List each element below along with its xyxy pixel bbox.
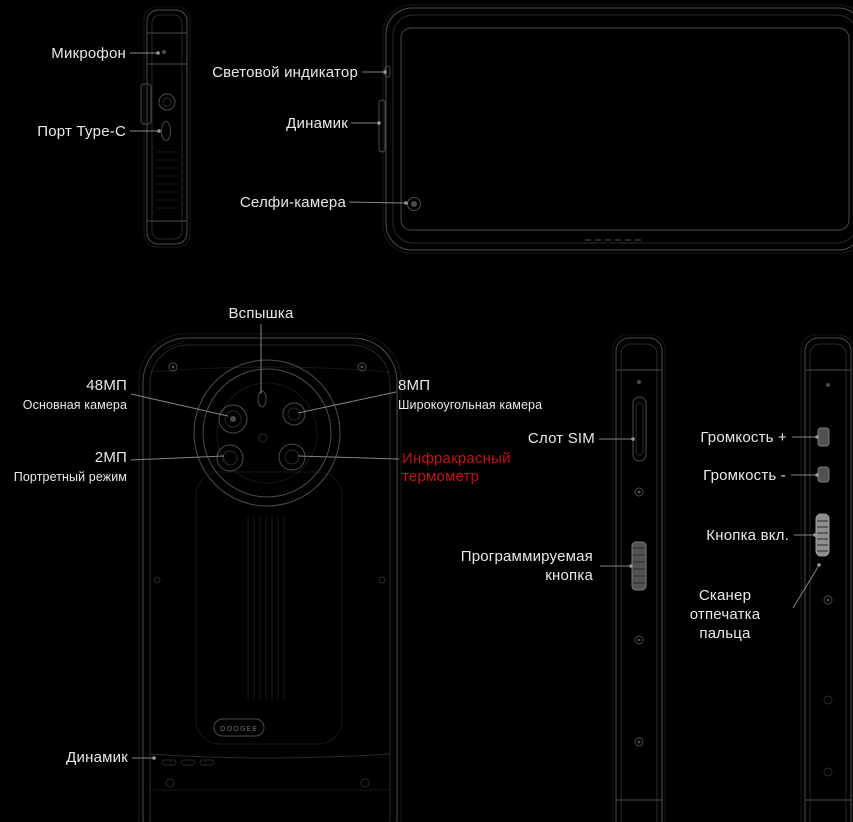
screen xyxy=(400,27,850,231)
leader-dot xyxy=(156,51,160,55)
leader-lines xyxy=(130,51,821,760)
label-portrait-camera-mp: 2МП xyxy=(94,449,127,466)
label-wide-camera: 8МП Широкоугольная камера xyxy=(398,377,568,413)
leader-dot xyxy=(629,564,633,568)
label-portrait-camera: 2МП Портретный режим xyxy=(0,449,127,485)
screw xyxy=(634,487,644,497)
label-programmable-button-line1: Программируемая xyxy=(460,548,593,565)
front-view-drawing xyxy=(378,4,853,254)
sim-slot-tray xyxy=(632,396,647,462)
leader-dot xyxy=(404,201,408,205)
leader-dot xyxy=(152,756,156,760)
back-view-drawing: DOOGEE xyxy=(138,333,402,822)
ir-thermometer-sensor xyxy=(278,443,306,471)
power-button-shape xyxy=(815,513,830,557)
label-main-camera-name: Основная камера xyxy=(22,398,127,412)
front-speaker-slot xyxy=(378,99,386,153)
label-ir-thermometer-line2: термометр xyxy=(402,468,480,485)
button-texture xyxy=(817,520,828,552)
side-profile-top-view-drawing xyxy=(140,6,191,248)
label-fingerprint-line2: отпечатка xyxy=(689,606,761,623)
label-main-camera-mp: 48МП xyxy=(86,377,127,394)
label-volume-up: Громкость + xyxy=(700,429,787,446)
leader-dot xyxy=(377,121,381,125)
camera-module-ring xyxy=(193,359,341,507)
leader-dot xyxy=(157,129,161,133)
type-c-port xyxy=(161,121,171,141)
left-edge-view-drawing xyxy=(612,334,666,822)
screw xyxy=(357,362,367,372)
label-speaker-back: Динамик xyxy=(66,749,128,766)
leader-dot xyxy=(815,473,819,477)
leader-fingerprint xyxy=(792,566,819,609)
label-port-type-c: Порт Type-C xyxy=(37,123,126,140)
label-programmable-button: Программируемая кнопка xyxy=(440,547,593,585)
label-main-camera: 48МП Основная камера xyxy=(8,377,127,413)
label-programmable-button-line2: кнопка xyxy=(545,567,593,584)
label-fingerprint-line1: Сканер xyxy=(698,587,752,604)
leader-dot xyxy=(815,435,819,439)
label-fingerprint-scanner: Сканер отпечатка пальца xyxy=(660,586,790,643)
screw xyxy=(634,635,644,645)
back-speaker-slot xyxy=(161,759,177,766)
label-light-indicator: Световой индикатор xyxy=(212,64,358,81)
leader-dot xyxy=(383,70,387,74)
microphone-hole xyxy=(162,50,166,54)
portrait-camera-lens xyxy=(216,444,244,472)
label-speaker-front: Динамик xyxy=(286,115,348,132)
leader-ir-thermometer xyxy=(297,455,400,460)
label-portrait-camera-name: Портретный режим xyxy=(13,470,127,484)
leader-main-camera xyxy=(130,393,229,417)
leader-wide-camera xyxy=(297,391,397,414)
label-fingerprint-line3: пальца xyxy=(699,625,751,642)
label-power-button: Кнопка вкл. xyxy=(706,527,789,544)
label-ir-thermometer: Инфракрасный термометр xyxy=(402,450,552,486)
label-wide-camera-name: Широкоугольная камера xyxy=(398,398,543,412)
label-ir-thermometer-line1: Инфракрасный xyxy=(402,450,511,467)
label-microphone: Микрофон xyxy=(51,45,126,62)
side-camera-bump xyxy=(158,93,176,111)
main-camera-lens xyxy=(218,404,248,434)
leader-portrait-camera xyxy=(130,455,225,461)
volume-up-button-shape xyxy=(817,427,830,447)
button-texture xyxy=(633,547,645,584)
brand-plate xyxy=(213,718,265,737)
label-flash: Вспышка xyxy=(228,305,294,322)
wide-camera-lens xyxy=(282,402,306,426)
leader-dot xyxy=(631,437,635,441)
label-volume-down: Громкость - xyxy=(703,467,786,484)
leader-dot xyxy=(813,533,817,537)
texture-lines xyxy=(247,516,285,700)
right-edge-view-drawing xyxy=(800,334,853,822)
screw xyxy=(634,737,644,747)
label-sim-slot: Слот SIM xyxy=(527,430,595,447)
screw xyxy=(823,595,833,605)
texture-lines xyxy=(156,151,178,209)
leader-selfie-camera xyxy=(348,201,406,204)
leader-dot xyxy=(817,563,821,567)
volume-down-button-shape xyxy=(817,466,830,483)
brand-text: DOOGEE xyxy=(220,725,258,733)
selfie-camera-lens xyxy=(407,197,421,211)
label-selfie-camera: Селфи-камера xyxy=(239,194,346,211)
label-wide-camera-mp: 8МП xyxy=(398,377,431,394)
flash-led xyxy=(257,390,267,408)
screw xyxy=(168,362,178,372)
